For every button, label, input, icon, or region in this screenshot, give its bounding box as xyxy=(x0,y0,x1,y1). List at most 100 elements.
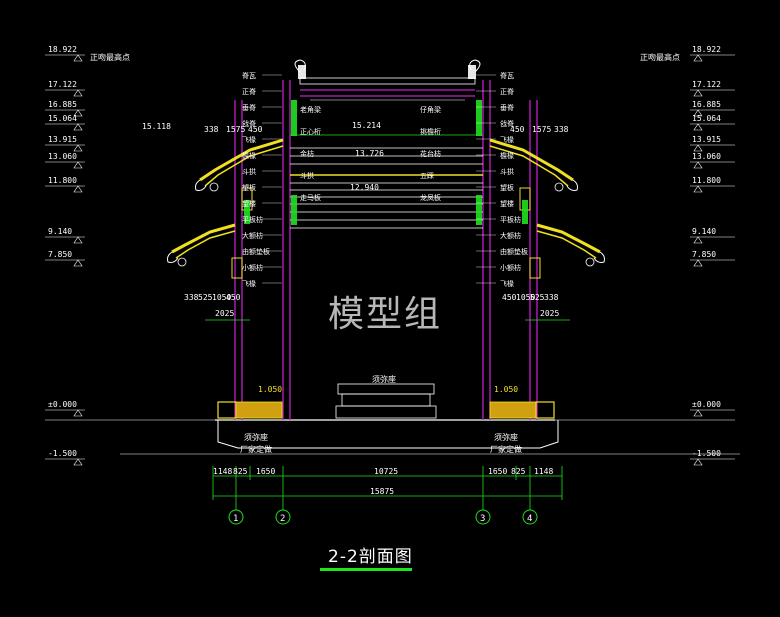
level-left: 15.064 xyxy=(48,114,77,123)
roof-label: 小额枋 xyxy=(242,263,263,272)
span-dim: 1575 xyxy=(532,125,551,134)
beam-label: 挑檐桁 xyxy=(420,127,441,136)
span-dim: 450 xyxy=(226,293,241,302)
bottom-dim: 1650 xyxy=(488,467,507,476)
roof-label: 戗脊 xyxy=(242,119,256,128)
beam-label: 金枋 xyxy=(300,149,314,158)
roof-label: 飞椽 xyxy=(242,279,256,288)
center-low-level: 12.940 xyxy=(350,183,379,192)
level-left: 13.060 xyxy=(48,152,77,161)
roof-label: 由额垫板 xyxy=(242,247,270,256)
roof-label: 由额垫板 xyxy=(500,247,528,256)
left-base-label: 须弥座 xyxy=(244,432,268,442)
level-right: 17.122 xyxy=(692,80,721,89)
roof-label: 望板 xyxy=(242,183,256,192)
roof-label: 飞椽 xyxy=(500,279,514,288)
axis-label: 2 xyxy=(280,514,285,524)
bottom-dim: 1148 xyxy=(534,467,553,476)
roof-label: 脊瓦 xyxy=(500,71,514,80)
roof-label: 檐椽 xyxy=(500,151,514,160)
span-dim: 525 xyxy=(198,293,213,302)
lower-span-left: 2025 xyxy=(215,309,234,318)
level-left: 17.122 xyxy=(48,80,77,89)
beam-label: 花台枋 xyxy=(420,149,441,158)
level-left: 18.922 xyxy=(48,45,77,54)
left-top-note: 正吻最高点 xyxy=(90,52,130,62)
level-right: 18.922 xyxy=(692,45,721,54)
span-dim: 338 xyxy=(554,125,569,134)
beam-label: 五踩 xyxy=(420,172,434,180)
level-right: -1.500 xyxy=(692,449,721,458)
level-right: 9.140 xyxy=(692,227,716,236)
right-ground-label: 厂家定做 xyxy=(490,444,522,454)
roof-label: 小额枋 xyxy=(500,263,521,272)
beam-label: 斗拱 xyxy=(300,171,314,180)
right-lower-eave xyxy=(529,223,605,279)
roof-label: 平板枋 xyxy=(242,215,263,224)
span-dim: 1050 xyxy=(516,293,535,302)
level-left: -1.500 xyxy=(48,449,77,458)
level-right: 13.060 xyxy=(692,152,721,161)
bottom-dim: 825 xyxy=(233,467,248,476)
axis-label: 3 xyxy=(480,514,485,524)
beam-label: 走马板 xyxy=(300,193,321,202)
span-dim: 338 xyxy=(544,293,559,302)
roof-label: 正脊 xyxy=(242,87,256,96)
level-left: 7.850 xyxy=(48,250,72,259)
span-dim: 1575 xyxy=(226,125,245,134)
left-base-height: 1.050 xyxy=(258,385,282,394)
beam-label: 老角梁 xyxy=(300,105,321,114)
title-underline xyxy=(320,568,412,571)
level-right: 13.915 xyxy=(692,135,721,144)
bottom-dim: 825 xyxy=(511,467,526,476)
center-base-label: 须弥座 xyxy=(372,374,396,384)
level-right: 15.064 xyxy=(692,114,721,123)
roof-label: 飞椽 xyxy=(500,135,514,144)
level-left: 16.885 xyxy=(48,100,77,109)
base-railings xyxy=(217,401,555,419)
roof-label: 檐椽 xyxy=(242,151,256,160)
bottom-dim: 10725 xyxy=(374,467,398,476)
right-top-note: 正吻最高点 xyxy=(640,52,680,62)
level-right: 7.850 xyxy=(692,250,716,259)
beam-label: 正心桁 xyxy=(300,127,321,136)
level-right: 11.800 xyxy=(692,176,721,185)
span-dim: 338 xyxy=(204,125,219,134)
level-left: ±0.000 xyxy=(48,400,77,409)
lower-span-right: 2025 xyxy=(540,309,559,318)
roof-label: 望楼 xyxy=(242,199,256,208)
roof-label: 望楼 xyxy=(500,199,514,208)
roof-label: 望板 xyxy=(500,183,514,192)
level-left: 9.140 xyxy=(48,227,72,236)
span-dim: 450 xyxy=(248,125,263,134)
span-dim: 1050 xyxy=(212,293,231,302)
bottom-dimension-chain xyxy=(212,466,563,500)
level-marks-right: 18.92217.12216.88515.06413.91513.06011.8… xyxy=(690,45,735,466)
beam-label: 仔角梁 xyxy=(420,105,441,114)
level-right: ±0.000 xyxy=(692,400,721,409)
roof-label: 正脊 xyxy=(500,87,514,96)
left-upper-eave xyxy=(195,138,284,211)
level-left: 13.915 xyxy=(48,135,77,144)
span-dim: 525 xyxy=(530,293,545,302)
right-base-height: 1.050 xyxy=(494,385,518,394)
roof-label: 脊瓦 xyxy=(242,71,256,80)
roof-label: 垂脊 xyxy=(242,103,256,112)
center-beams xyxy=(290,134,483,229)
main-roof xyxy=(294,59,481,101)
right-base-label: 须弥座 xyxy=(494,432,518,442)
bottom-dim: 1650 xyxy=(256,467,275,476)
level-left: 11.800 xyxy=(48,176,77,185)
roof-label: 飞椽 xyxy=(242,135,256,144)
axis-label: 4 xyxy=(527,514,532,524)
span-dim: 338 xyxy=(184,293,199,302)
bottom-dim: 1148 xyxy=(213,467,232,476)
